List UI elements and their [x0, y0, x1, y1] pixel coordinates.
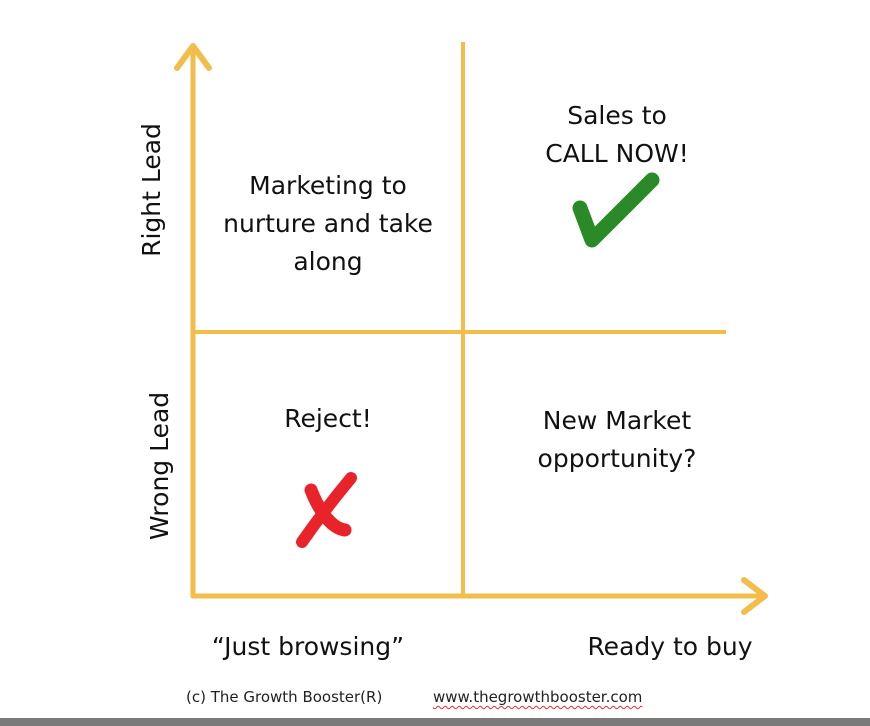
quadrant-bottom-left-text: Reject! — [208, 400, 448, 438]
quadrant-bottom-right-text: New Market opportunity? — [497, 402, 737, 478]
footer-copyright: (c) The Growth Booster(R) — [186, 688, 383, 706]
quadrant-text-line: CALL NOW! — [545, 139, 689, 168]
y-axis-arrowhead — [174, 43, 212, 71]
bottom-border — [0, 718, 870, 726]
quadrant-text-line: Marketing to — [249, 171, 407, 200]
quadrant-text-line: Sales to — [567, 101, 667, 130]
x-axis-arrowhead — [741, 577, 768, 615]
checkmark-icon — [572, 172, 660, 248]
quadrant-top-left-text: Marketing to nurture and take along — [208, 167, 448, 281]
quadrant-top-right-text: Sales to CALL NOW! — [497, 97, 737, 173]
y-axis-label-wrong-lead: Wrong Lead — [145, 391, 174, 541]
footer-url[interactable]: www.thegrowthbooster.com — [433, 688, 643, 706]
quadrant-text-line: Reject! — [284, 404, 372, 433]
y-axis-label-right-lead: Right Lead — [137, 123, 166, 257]
x-axis-label-just-browsing: “Just browsing” — [211, 632, 405, 661]
x-axis-label-ready-to-buy: Ready to buy — [587, 632, 753, 661]
quadrant-text-line: nurture and take — [223, 209, 433, 238]
quadrant-text-line: along — [293, 247, 363, 276]
quadrant-text-line: New Market — [542, 406, 692, 435]
cross-icon — [296, 472, 357, 548]
quadrant-text-line: opportunity? — [537, 444, 697, 473]
